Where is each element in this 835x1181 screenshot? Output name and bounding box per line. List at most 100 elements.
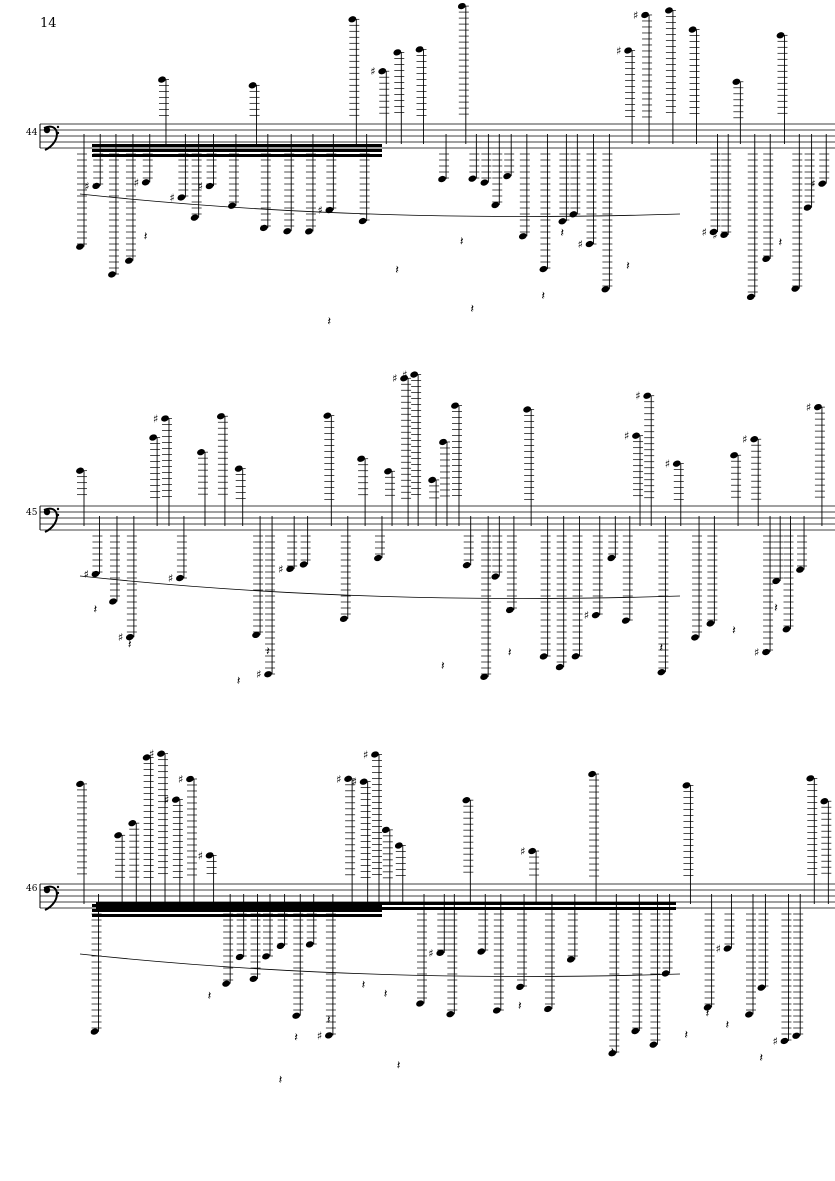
sharp-icon: ♯: [370, 65, 375, 78]
sharp-icon: ♯: [428, 947, 433, 960]
rest-icon: 𝄽: [397, 1058, 401, 1072]
note-head: [416, 1000, 424, 1007]
note-head: [516, 983, 524, 991]
note-head: [234, 465, 243, 472]
note-head: [608, 1050, 617, 1057]
note-head: [796, 566, 804, 573]
note-head: [745, 1011, 753, 1018]
note-head: [171, 796, 180, 803]
note-head: [125, 633, 134, 641]
note-head: [393, 49, 402, 56]
note-head: [252, 631, 260, 639]
sharp-icon: ♯: [616, 44, 621, 57]
sharp-icon: ♯: [198, 849, 203, 862]
note-head: [661, 970, 670, 977]
bass-clef-dot: [56, 891, 60, 895]
note-head: [792, 1032, 801, 1039]
sharp-icon: ♯: [169, 191, 174, 204]
page-number: 14: [40, 16, 57, 31]
note-head: [359, 778, 368, 785]
note-head: [588, 770, 596, 778]
sharp-icon: ♯: [134, 176, 139, 189]
note-head: [462, 562, 471, 569]
slur: [79, 953, 681, 977]
note-head: [780, 1037, 789, 1045]
note-head: [703, 1004, 712, 1011]
note-head: [806, 775, 815, 782]
note-head: [339, 615, 348, 622]
note-head: [400, 375, 408, 382]
note-head: [384, 468, 392, 475]
note-head: [480, 673, 489, 680]
rest-icon: 𝄽: [294, 1030, 298, 1044]
note-head: [410, 371, 419, 378]
note-head: [730, 452, 738, 459]
rest-icon: 𝄽: [441, 659, 445, 673]
measure-number: 46: [26, 884, 38, 894]
rest-icon: 𝄽: [327, 1012, 331, 1026]
rest-icon: 𝄽: [778, 235, 782, 249]
note-head: [438, 175, 446, 183]
rest-icon: 𝄽: [541, 289, 545, 303]
note-head: [682, 782, 691, 789]
note-head: [566, 956, 575, 963]
sharp-icon: ♯: [363, 748, 368, 761]
sharp-icon: ♯: [712, 229, 717, 242]
note-head: [732, 78, 741, 85]
rest-icon: 𝄽: [128, 637, 132, 651]
note-head: [457, 2, 466, 10]
note-head: [558, 218, 567, 225]
note-head: [688, 26, 697, 33]
bass-clef-dot: [56, 131, 60, 135]
note-head: [157, 750, 165, 757]
rest-icon: 𝄽: [684, 1028, 688, 1042]
note-head: [149, 434, 158, 441]
beam: [96, 907, 676, 910]
note-head: [109, 598, 117, 605]
bass-clef-dot: [56, 125, 60, 129]
note-head: [591, 612, 600, 619]
note-head: [621, 617, 630, 624]
note-head: [76, 467, 84, 474]
note-head: [358, 217, 367, 225]
note-head: [197, 449, 205, 456]
rest-icon: 𝄽: [560, 225, 564, 239]
note-head: [468, 175, 477, 182]
note-head: [528, 847, 536, 855]
note-head: [709, 228, 718, 236]
note-head: [439, 438, 447, 446]
rest-icon: 𝄽: [706, 1006, 710, 1020]
note-head: [720, 231, 729, 238]
bass-clef-dot: [56, 507, 60, 511]
note-head: [190, 214, 199, 221]
note-head: [128, 820, 137, 827]
sharp-icon: ♯: [317, 1029, 322, 1042]
sharp-icon: ♯: [633, 9, 638, 22]
note-head: [141, 179, 150, 186]
rest-icon: 𝄽: [93, 602, 97, 616]
note-head: [125, 257, 133, 264]
note-head: [641, 11, 649, 19]
sharp-icon: ♯: [810, 178, 815, 191]
sharp-icon: ♯: [149, 748, 154, 761]
note-head: [90, 1028, 99, 1035]
sharp-icon: ♯: [118, 631, 123, 644]
note-head: [746, 293, 755, 301]
note-head: [491, 573, 500, 580]
note-head: [491, 201, 500, 209]
sharp-icon: ♯: [772, 1035, 777, 1048]
rest-icon: 𝄽: [362, 978, 366, 992]
sharp-icon: ♯: [198, 180, 203, 193]
sharp-icon: ♯: [317, 204, 322, 217]
note-head: [691, 634, 699, 641]
note-head: [205, 852, 214, 859]
note-head: [262, 953, 270, 960]
note-head: [142, 754, 151, 761]
note-head: [555, 663, 564, 671]
note-head: [723, 945, 732, 952]
note-head: [477, 948, 486, 955]
sharp-icon: ♯: [153, 412, 158, 425]
beam: [92, 154, 382, 157]
note-head: [344, 775, 353, 782]
note-head: [818, 180, 827, 187]
